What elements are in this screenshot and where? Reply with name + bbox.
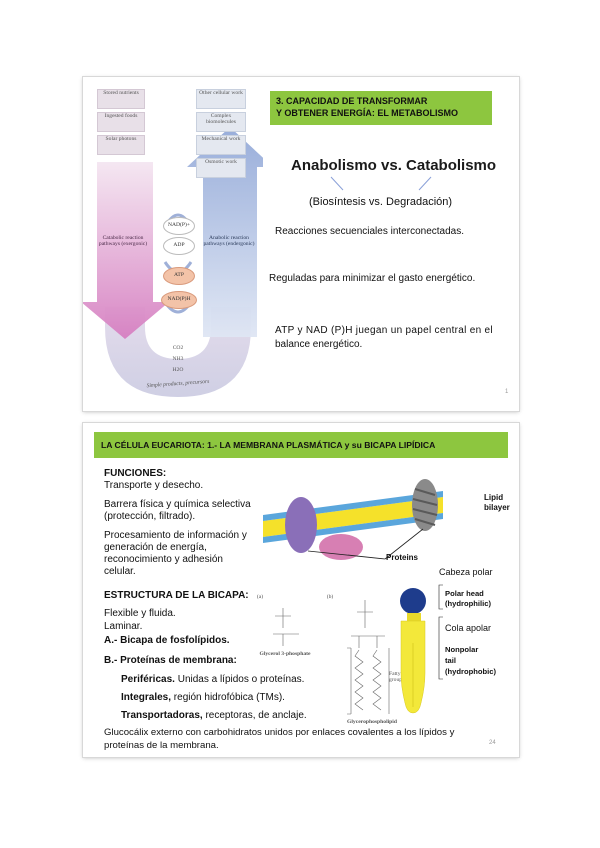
glycerophospholipid-structure xyxy=(347,600,390,715)
slide1-title-line2: Y OBTENER ENERGÍA: EL METABOLISMO xyxy=(276,108,459,118)
box-ingested-foods: Ingested foods xyxy=(97,112,145,132)
slide2-title-bar xyxy=(94,432,508,458)
node-nadph: NAD(P)H xyxy=(161,291,197,309)
slide-membrana: LA CÉLULA EUCARIOTA: 1.- LA MEMBRANA PLA… xyxy=(83,423,519,757)
node-adp: ADP xyxy=(163,237,195,255)
perifericas-rest: Unidas a lípidos o proteínas. xyxy=(174,674,305,685)
box-solar-photons: Solar photons xyxy=(97,135,145,155)
integrales-bold: Integrales, xyxy=(121,692,172,703)
heading-arrows xyxy=(330,176,432,191)
panel-a-label: (a) xyxy=(256,594,264,600)
box-stored-nutrients: Stored nutrients xyxy=(97,89,145,109)
glycerophospholipid-label: Glycerophospholipid xyxy=(347,719,397,725)
slide2-page-number: 24 xyxy=(489,740,496,746)
funcion-2: Barrera física y química selectiva (prot… xyxy=(104,499,251,522)
slide1-subheading: (Biosíntesis vs. Degradación) xyxy=(309,196,453,208)
box-mechanical-work: Mechanical work xyxy=(196,135,246,155)
product-h2o: H2O xyxy=(172,367,184,373)
box-other-cellular-work: Other cellular work xyxy=(196,89,246,109)
glucocalix-line2: proteínas de la membrana. xyxy=(104,740,219,751)
nonpolar-label-1: Nonpolar xyxy=(445,645,479,654)
panel-b-label: (b) xyxy=(326,594,334,600)
slide-metabolismo: Stored nutrients Ingested foods Solar ph… xyxy=(83,77,519,411)
node-atp: ATP xyxy=(163,267,195,285)
glycerol-label: Glycerol 3-phosphate xyxy=(259,651,311,657)
funciones-heading: FUNCIONES: xyxy=(104,468,167,479)
arrow-left xyxy=(330,176,344,191)
item-b: B.- Proteínas de membrana: xyxy=(104,655,237,666)
lipid-bilayer-label-2: bilayer xyxy=(484,503,510,512)
perifericas: Periféricas. Unidas a lípidos o proteína… xyxy=(121,674,304,685)
proteins-label: Proteins xyxy=(386,553,419,562)
estructura-line2: Laminar. xyxy=(104,621,143,632)
slide1-bullet-1: Reacciones secuenciales interconectadas. xyxy=(275,226,464,237)
box-osmotic-work: Osmotic work xyxy=(196,158,246,178)
catabolic-label: Catabolic reaction pathways (exergonic) xyxy=(98,235,148,248)
product-nh3: NH3 xyxy=(172,356,184,362)
head-neck xyxy=(407,613,421,621)
slide1-title-bar xyxy=(270,91,492,125)
slide1-bullet-3-line1: ATP y NAD (P)H juegan un papel central e… xyxy=(275,325,493,336)
transportadoras-rest: receptoras, de anclaje. xyxy=(202,710,307,721)
anabolic-label: Anabolic reaction pathways (endergonic) xyxy=(203,235,255,248)
node-nadp-plus: NAD(P)+ xyxy=(163,217,195,235)
phospholipid-structures xyxy=(273,600,390,715)
polar-head-circle xyxy=(400,588,426,614)
funcion-1: Transporte y desecho. xyxy=(104,480,204,491)
fatty-acyl-label: Fatty acyl groups xyxy=(389,671,412,684)
slide2-title: LA CÉLULA EUCARIOTA: 1.- LA MEMBRANA PLA… xyxy=(101,440,436,450)
cola-apolar-label: Cola apolar xyxy=(445,623,492,633)
item-a: A.- Bicapa de fosfolípidos. xyxy=(104,635,230,646)
funcion-3: Procesamiento de información y generació… xyxy=(104,530,247,577)
polar-head-label-1: Polar head xyxy=(445,589,484,598)
integrales: Integrales, región hidrofóbica (TMs). xyxy=(121,692,285,703)
nonpolar-label-3: (hydrophobic) xyxy=(445,667,497,676)
metabolism-diagram-svg xyxy=(83,127,273,397)
arrow-right xyxy=(418,176,432,191)
estructura-heading: ESTRUCTURA DE LA BICAPA: xyxy=(104,590,249,601)
bilayer-illustration xyxy=(263,479,443,560)
metabolism-diagram: Stored nutrients Ingested foods Solar ph… xyxy=(83,77,273,411)
transportadoras-bold: Transportadoras, xyxy=(121,710,203,721)
slide1-page-number: 1 xyxy=(505,389,509,395)
slide1-title-line1: 3. CAPACIDAD DE TRANSFORMAR xyxy=(276,96,428,106)
integrales-rest: región hidrofóbica (TMs). xyxy=(171,692,285,703)
glucocalix-line1: Glucocálix externo con carbohidratos uni… xyxy=(104,727,455,738)
polar-head-label-2: (hydrophilic) xyxy=(445,599,491,608)
pointer-lines xyxy=(307,528,424,560)
catabolic-arrow xyxy=(83,162,169,339)
label-brackets xyxy=(438,584,443,680)
protein-purple xyxy=(285,497,317,553)
polar-bracket xyxy=(438,584,443,610)
transportadoras: Transportadoras, receptoras, de anclaje. xyxy=(121,710,307,721)
glycerol-structure xyxy=(273,608,299,646)
estructura-line1: Flexible y fluida. xyxy=(104,608,176,619)
lipid-bilayer-label-1: Lipid xyxy=(484,493,504,502)
nonpolar-bracket xyxy=(438,616,443,680)
perifericas-bold: Periféricas. xyxy=(121,674,175,685)
protein-gray-stripes xyxy=(412,488,438,526)
slide1-heading: Anabolismo vs. Catabolismo xyxy=(291,157,497,174)
slide1-bullet-3-line2: balance energético. xyxy=(275,339,363,350)
product-co2: CO2 xyxy=(172,345,184,351)
box-complex-biomolecules: Complex biomolecules xyxy=(196,112,246,132)
anabolic-arrow xyxy=(187,127,273,337)
slide1-bullet-2: Reguladas para minimizar el gasto energé… xyxy=(269,273,476,284)
nonpolar-label-2: tail xyxy=(445,656,456,665)
protein-gray xyxy=(412,479,438,531)
cabeza-polar-label: Cabeza polar xyxy=(439,567,493,577)
phospholipid-molecule xyxy=(400,588,426,714)
